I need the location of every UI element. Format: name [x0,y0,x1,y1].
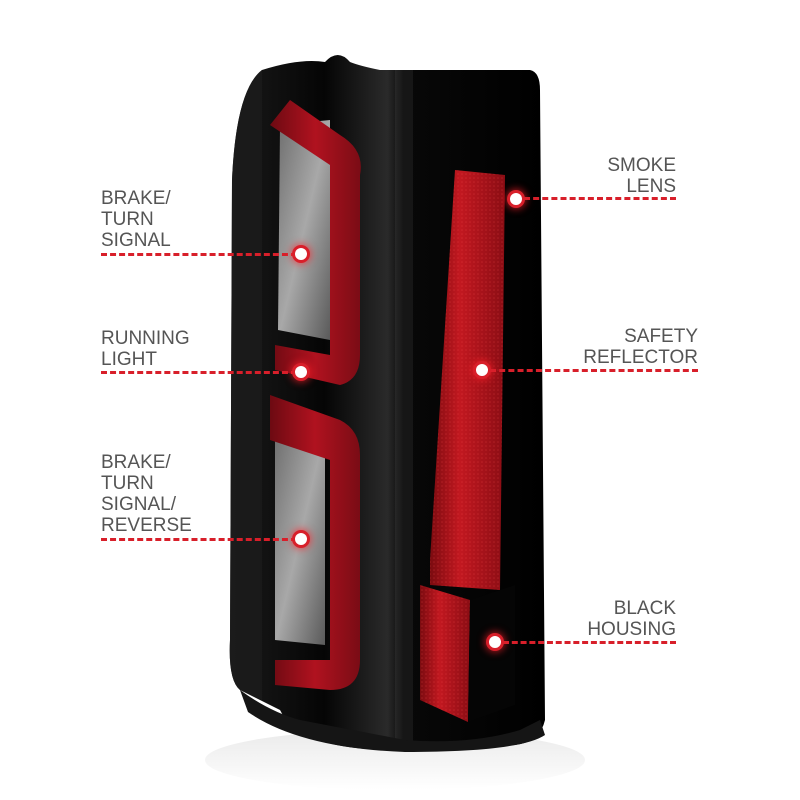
callout-label-smoke-lens: SMOKE LENS [607,155,676,197]
callout-dot-safety-reflector [476,364,488,376]
callout-label-black-housing: BLACK HOUSING [587,598,676,640]
callout-line-safety-reflector [490,369,698,372]
callout-label-running-light: RUNNING LIGHT [101,328,190,370]
callout-line-smoke-lens [524,197,676,200]
callout-label-brake-turn-signal-reverse: BRAKE/ TURN SIGNAL/ REVERSE [101,452,192,536]
callout-label-brake-turn-signal: BRAKE/ TURN SIGNAL [101,188,171,251]
callout-dot-brake-turn-signal [295,248,307,260]
callout-dot-running-light [295,366,307,378]
callout-line-brake-turn-signal-reverse [101,538,297,541]
callout-line-running-light [101,371,297,374]
callout-dot-smoke-lens [510,193,522,205]
callout-label-safety-reflector: SAFETY REFLECTOR [583,326,698,368]
callout-line-black-housing [503,641,676,644]
callout-dot-black-housing [489,636,501,648]
callout-dot-brake-turn-signal-reverse [295,533,307,545]
callout-line-brake-turn-signal [101,253,297,256]
